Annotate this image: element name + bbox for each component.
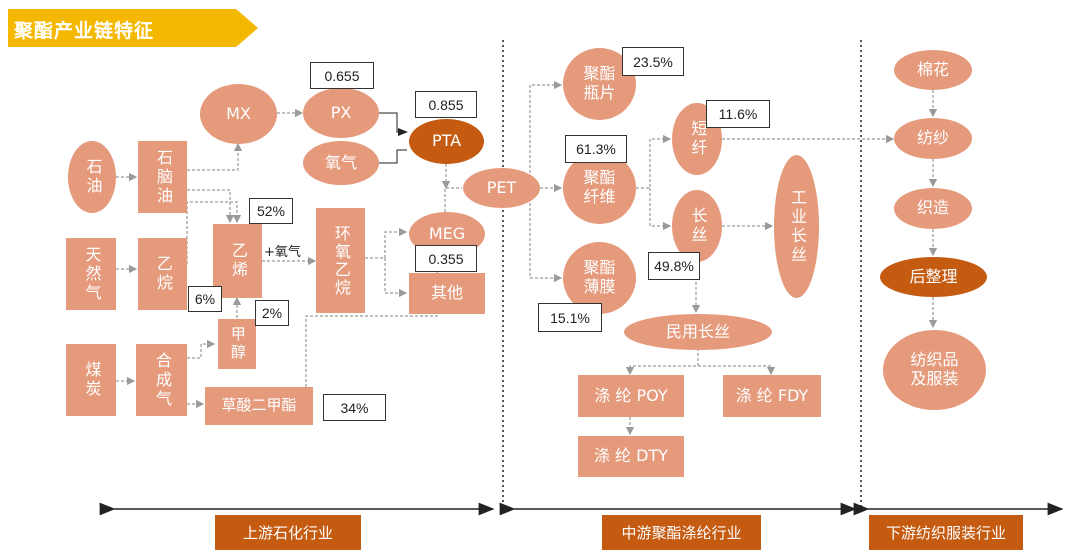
node-mx: MX (200, 84, 277, 144)
value-yixi: 52% (249, 198, 293, 224)
arrow-shinaoyou-yixi (187, 189, 235, 224)
node-fangsha: 纺纱 (894, 118, 972, 159)
value-px: 0.655 (310, 62, 374, 89)
node-shiyou: 石油 (68, 141, 116, 213)
arrow-yangqi-pta (379, 149, 407, 164)
value-meg: 0.355 (415, 245, 477, 272)
arrow-px-pta (379, 112, 408, 136)
node-bomo: 聚酯薄膜 (563, 242, 636, 314)
value-changsi: 49.8% (648, 252, 700, 280)
arrow-hechengqi-jiachun (187, 339, 216, 359)
arrow-pet-bomo (529, 188, 563, 283)
value-yiwan: 6% (188, 286, 222, 312)
section-upstream: 上游石化行业 (215, 515, 361, 550)
node-pet: PET (463, 168, 540, 208)
title-banner (8, 9, 258, 47)
arrow-xianwei-changsi (649, 188, 672, 231)
arrow-meg-pet (444, 187, 462, 212)
node-poy: 涤 纶 POY (578, 375, 684, 417)
arrow-minyong-fdy (698, 365, 776, 376)
node-zhizao: 织造 (894, 188, 972, 229)
node-xianwei: 聚酯纤维 (563, 152, 636, 224)
page-title: 聚酯产业链特征 (14, 20, 155, 42)
node-yiwan: 乙烷 (138, 238, 187, 310)
node-shinaoyou: 石脑油 (138, 141, 187, 213)
node-px: PX (303, 88, 379, 138)
section-downstream: 下游纺织服装行业 (869, 515, 1023, 550)
arrow-shinaoyou-mx (187, 142, 243, 171)
node-fdy: 涤 纶 FDY (723, 375, 821, 417)
node-mianhua: 棉花 (894, 50, 972, 90)
node-fangzhipin: 纺织品及服装 (883, 330, 986, 410)
arrow-huanyang-qita (384, 258, 408, 298)
node-gongye: 工业长丝 (774, 155, 819, 298)
arrow-yiwan-yixi (186, 201, 242, 264)
node-houzhengli: 后整理 (880, 257, 987, 297)
node-duanxian: 短纤 (672, 103, 722, 175)
arrow-huanyang-meg (365, 227, 408, 259)
arrow-pet-pingpian (529, 80, 563, 188)
value-bomo: 15.1% (538, 303, 602, 332)
value-pta: 0.855 (415, 91, 477, 118)
value-caosuan: 34% (323, 394, 386, 421)
value-jiachun: 2% (255, 300, 289, 326)
node-yangqi: 氧气 (303, 141, 379, 185)
node-jiachun: 甲醇 (218, 319, 256, 369)
value-duanxian: 11.6% (706, 100, 770, 128)
value-pingpian: 23.5% (622, 47, 684, 76)
node-dty: 涤 纶 DTY (578, 436, 684, 477)
node-changsi: 长丝 (672, 190, 722, 262)
node-qita: 其他 (409, 273, 485, 314)
node-huanyang: 环氧乙烷 (316, 208, 365, 313)
arrow-minyong-poy (625, 348, 699, 376)
node-tianranqi: 天然气 (66, 238, 116, 310)
arrow-xianwei-duanxian (636, 134, 672, 189)
node-caosuan: 草酸二甲酯 (205, 387, 313, 425)
node-pta: PTA (409, 119, 484, 164)
node-meitan: 煤炭 (66, 344, 116, 416)
node-minyong: 民用长丝 (624, 314, 772, 350)
plus-oxygen-label: +氧气 (264, 245, 301, 260)
value-xianwei: 61.3% (565, 135, 627, 163)
section-midstream: 中游聚酯涤纶行业 (602, 515, 761, 550)
node-hechengqi: 合成气 (136, 344, 187, 416)
node-yixi: 乙烯 (213, 224, 262, 298)
